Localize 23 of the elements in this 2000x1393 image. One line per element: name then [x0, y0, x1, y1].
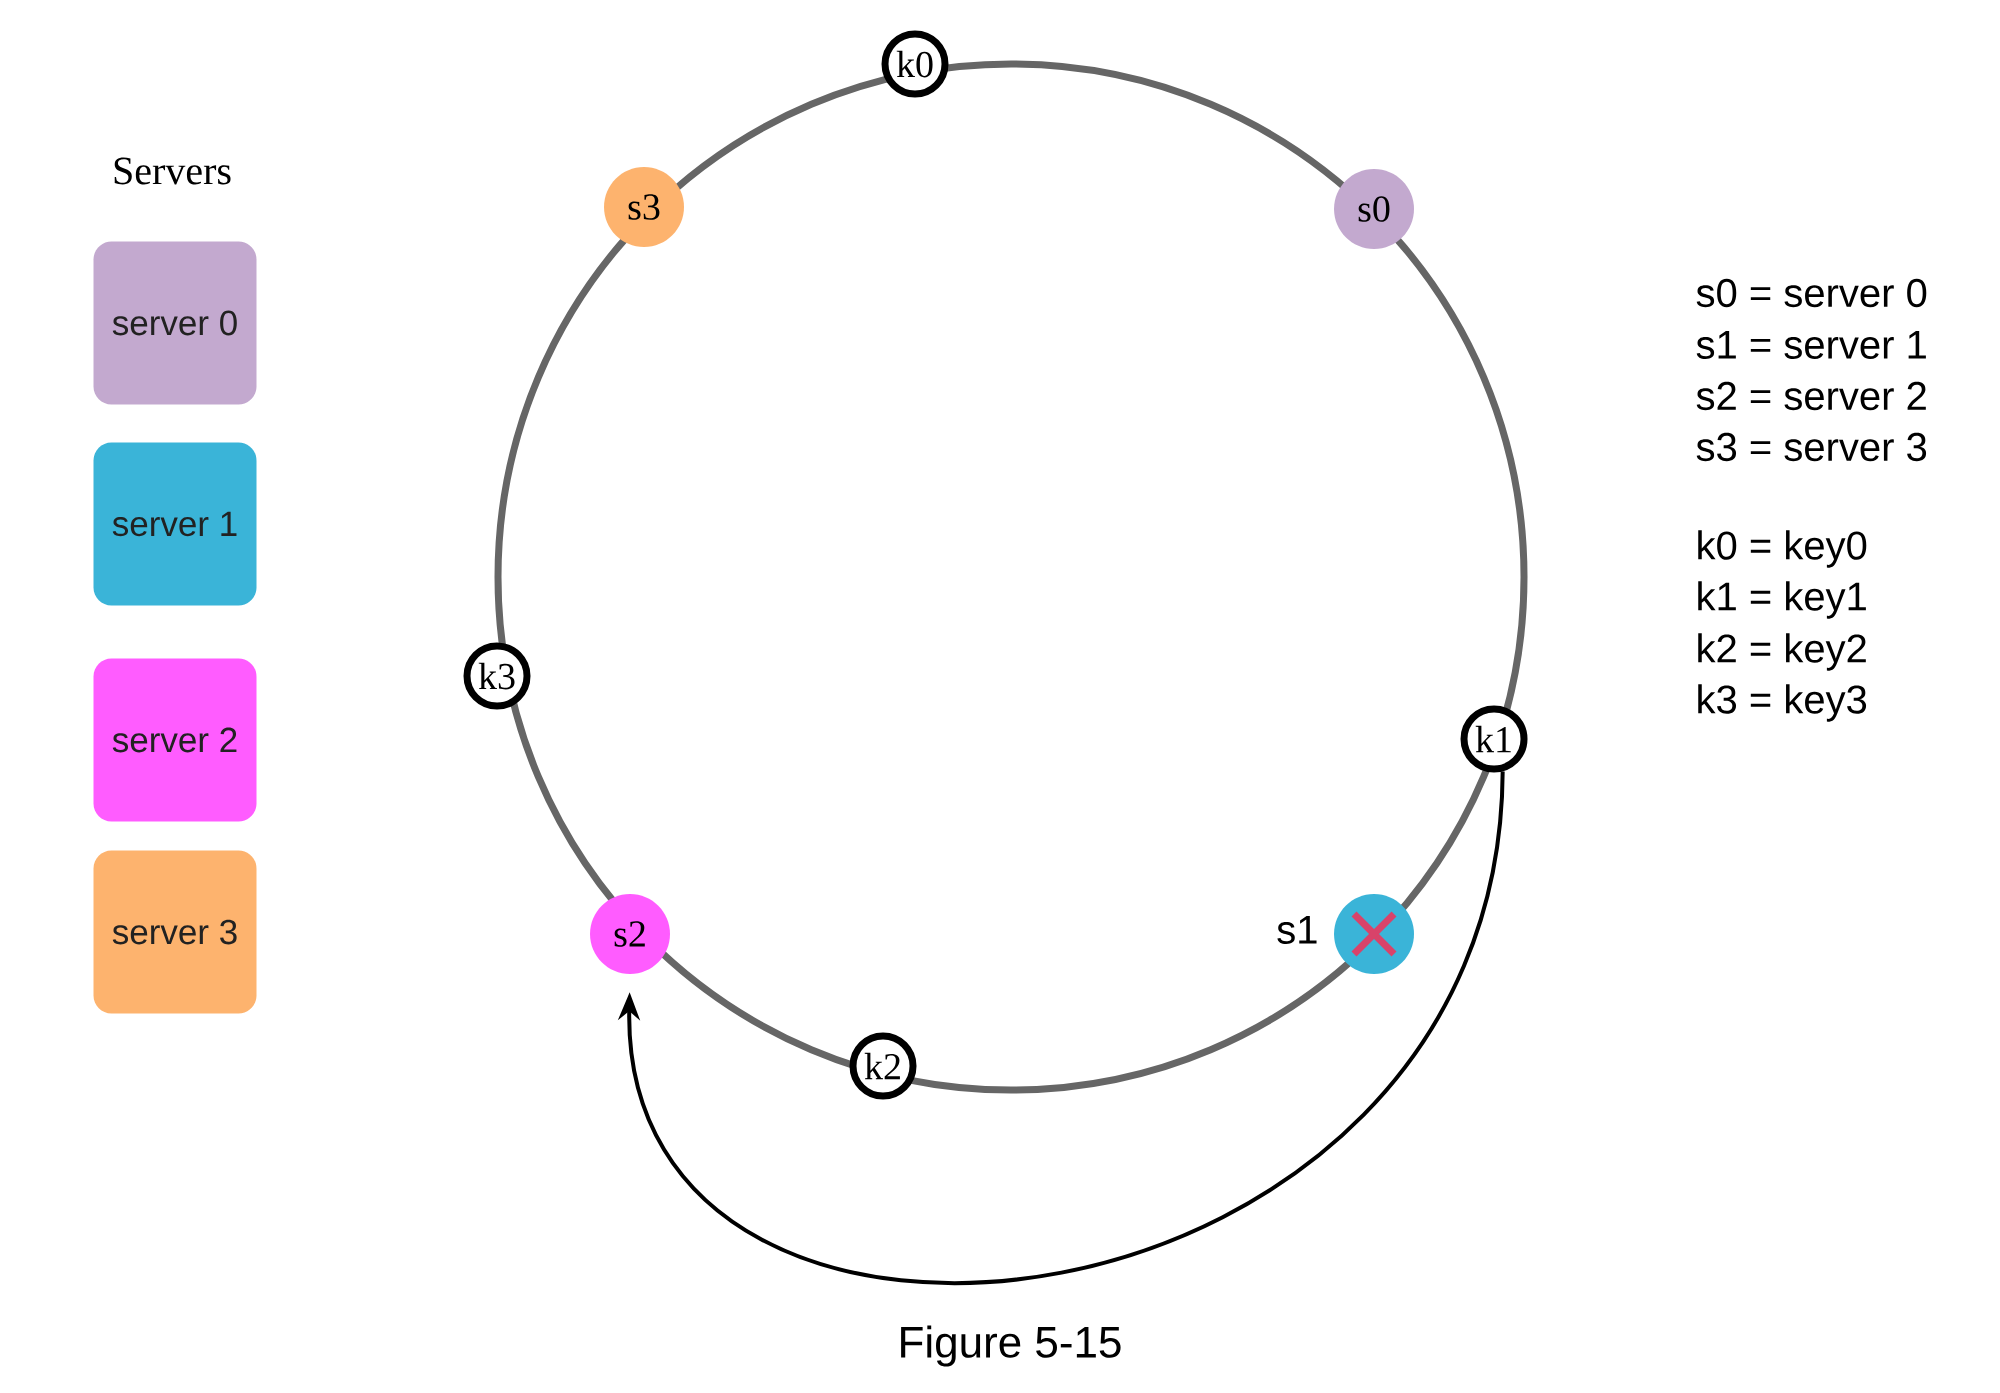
legend-item: server 0: [93, 241, 257, 405]
legend-text: s3 = server 3: [1696, 432, 1927, 462]
key-node: k2: [849, 1032, 917, 1100]
legend-item: server 1: [93, 442, 257, 606]
legend-text: s2 = server 2: [1696, 381, 1926, 411]
key-node: k3: [463, 642, 531, 710]
key-node: k1: [1460, 705, 1528, 773]
legend-item: server 3: [93, 850, 257, 1014]
failed-server-node: [1334, 894, 1414, 974]
legend-item: server 2: [93, 658, 257, 822]
key-node: k0: [881, 30, 949, 98]
legend-text: k2 = key2: [1698, 633, 1866, 671]
node-label: s1: [1277, 916, 1317, 944]
caption: Figure 5-15: [901, 1325, 1121, 1367]
server-node: s3: [604, 167, 684, 247]
legend-text: k3 = key3: [1698, 684, 1867, 722]
server-node: s2: [590, 894, 670, 974]
server-node: s0: [1334, 169, 1414, 249]
legend-text: s1 = server 1: [1696, 331, 1926, 359]
legend-title: Servers: [114, 157, 231, 185]
legend-text: s0 = server 0: [1696, 278, 1927, 308]
legend-text: k1 = key1: [1698, 581, 1866, 619]
legend-text: k0 = key0: [1698, 530, 1867, 568]
